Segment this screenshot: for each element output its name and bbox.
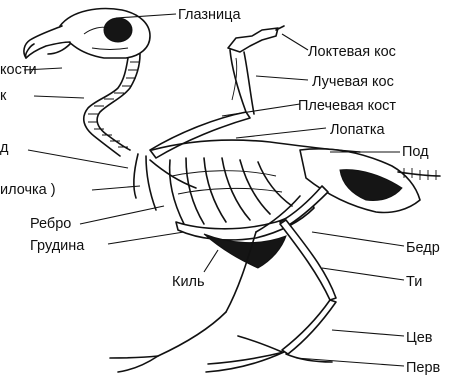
label-bedr: Бедр [406,240,440,256]
label-ti: Ти [406,274,422,290]
label-k: к [0,88,7,104]
neck-vertebrae [84,54,140,156]
wing-bones [150,26,284,158]
label-lopatka: Лопатка [330,122,385,138]
label-pod: Под [402,144,429,160]
leg-bones [110,186,336,372]
label-perv: Перв [406,360,441,376]
label-loktevaya: Локтевая кос [308,44,396,60]
orbit-hole [104,18,132,42]
label-grudina: Грудина [30,238,85,254]
label-d: д [0,140,9,156]
label-kil: Киль [172,274,205,290]
label-tsev: Цев [406,330,433,346]
label-glaznitsa: Глазница [178,7,241,23]
label-luchevaya: Лучевая кос [312,74,394,90]
label-plechevaya: Плечевая кост [298,98,396,114]
label-vilochka: илочка ) [0,182,56,198]
label-rebro: Ребро [30,216,71,232]
label-kosti: кости [0,62,37,78]
skull [24,9,150,58]
rib-cage [170,158,292,224]
